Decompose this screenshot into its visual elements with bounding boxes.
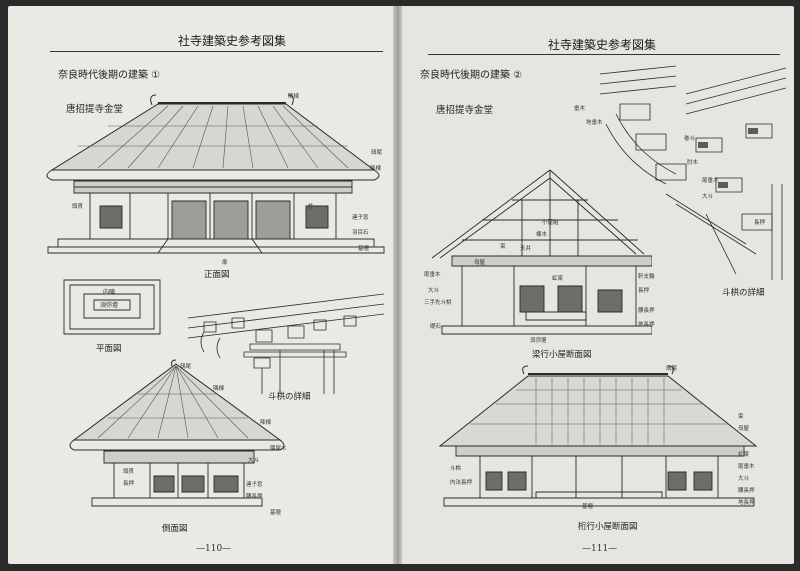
label-beam-koshinageshi: 腰長押 — [638, 308, 655, 314]
label-nokishirin: 軒支輪 — [638, 274, 655, 280]
caption-side-elevation: 側面図 — [162, 524, 188, 534]
label-bracket-nageshi: 長押 — [754, 220, 766, 226]
label-ridge-tokyo: 斗栱 — [450, 466, 462, 472]
left-section-title: 奈良時代後期の建築 ① — [58, 70, 161, 81]
beam-section-drawing — [422, 164, 652, 346]
right-page: 社寺建築史参考図集 奈良時代後期の建築 ② 唐招提寺金堂 垂木 — [402, 6, 794, 564]
caption-bracket-detail-right: 斗栱の詳細 — [722, 288, 765, 298]
label-kashiranuki: 頭貫 — [72, 204, 84, 210]
label-side-daito: 大斗 — [248, 458, 260, 464]
left-page: 社寺建築史参考図集 奈良時代後期の建築 ① 唐招提寺金堂 — [8, 6, 396, 564]
floor-plan-drawing — [62, 278, 162, 336]
label-hashira: 柱 — [308, 204, 314, 210]
label-moya: 母屋 — [474, 260, 486, 266]
label-ridge-odaruki: 尾垂木 — [738, 464, 755, 470]
label-sumimune: 隅棟 — [288, 94, 300, 100]
caption-floor-plan: 平面図 — [96, 344, 122, 354]
label-soseki: 礎石 — [430, 324, 442, 330]
label-koyagumi: 小屋組 — [542, 220, 559, 226]
label-side-sumiodaruki: 隅尾木 — [270, 446, 287, 452]
label-jidaruki: 地垂木 — [586, 120, 603, 126]
right-header-rule — [428, 54, 780, 55]
label-ridge-kidan: 基壇 — [582, 504, 594, 510]
left-running-header: 社寺建築史参考図集 — [178, 34, 287, 48]
right-running-header: 社寺建築史参考図集 — [548, 38, 657, 52]
label-naijin: 内陣 — [103, 289, 116, 296]
label-shumidan-right: 須弥壇 — [530, 338, 547, 344]
label-side-kudarimune: 降棟 — [260, 420, 272, 426]
right-building-name: 唐招提寺金堂 — [436, 105, 494, 116]
label-side-koshinageshi: 腰長押 — [246, 494, 263, 500]
label-beam-jinageshi: 地長押 — [638, 322, 655, 328]
label-shibi: 鴟尾 — [371, 150, 383, 156]
label-side-nageshi: 長押 — [123, 481, 135, 487]
label-ridge-koryo: 虹梁 — [738, 452, 750, 458]
label-beam-odaruki: 尾垂木 — [424, 272, 441, 278]
label-daito: 大斗 — [702, 194, 714, 200]
label-tsuka: 束 — [500, 244, 506, 250]
left-building-name: 唐招提寺金堂 — [66, 104, 124, 115]
bracket-isometric-drawing — [596, 64, 791, 282]
caption-bracket-detail-left: 斗栱の詳細 — [268, 392, 311, 402]
label-side-kidan: 基壇 — [270, 510, 282, 516]
left-page-number: —110— — [196, 544, 232, 554]
front-elevation-drawing — [8, 86, 396, 271]
right-page-number: —111— — [582, 544, 618, 554]
label-mitesaki: 三手先斗栱 — [424, 300, 452, 306]
caption-front-elevation: 正面図 — [204, 270, 230, 280]
label-ridge-tsuka: 束 — [738, 414, 744, 420]
label-side-renjimado: 連子窓 — [246, 482, 263, 488]
caption-beam-section: 梁行小屋断面図 — [532, 350, 592, 360]
label-beam-daito: 大斗 — [428, 288, 440, 294]
right-section-title: 奈良時代後期の建築 ② — [420, 70, 523, 81]
label-renjimado: 連子窓 — [352, 215, 369, 221]
label-tobira: 扉 — [222, 260, 228, 266]
label-ridge-jinageshi: 地長押 — [738, 500, 755, 506]
label-munagi: 棟木 — [536, 232, 548, 238]
label-uchinori-nageshi: 内法長押 — [450, 480, 473, 486]
label-hameishi: 羽目石 — [352, 230, 369, 236]
label-beam-nageshi: 長押 — [638, 288, 650, 294]
caption-ridge-section: 桁行小屋断面図 — [578, 522, 638, 532]
label-ridge-koshinageshi: 腰長押 — [738, 488, 755, 494]
ridge-section-drawing — [436, 364, 762, 512]
label-shumidan: 須弥壇 — [100, 302, 119, 309]
label-ridge-shibi: 鴟尾 — [666, 366, 678, 372]
label-koryo: 虹梁 — [552, 276, 564, 282]
label-ridge-moya: 母屋 — [738, 426, 750, 432]
label-side-shibi: 鴟尾 — [180, 364, 192, 370]
label-taruki: 垂木 — [574, 106, 586, 112]
side-elevation-drawing — [58, 358, 298, 518]
bracket-detail-drawing — [184, 288, 389, 396]
label-kidan: 基壇 — [358, 246, 370, 252]
label-odaruki: 尾垂木 — [702, 178, 719, 184]
label-kudarimune: 降棟 — [370, 166, 382, 172]
label-makito: 巻斗 — [684, 136, 696, 142]
left-header-rule — [50, 51, 383, 52]
label-side-sumimune: 隅棟 — [213, 386, 225, 392]
label-hijiki: 肘木 — [687, 160, 699, 166]
label-side-kashiranuki: 頭貫 — [123, 469, 135, 475]
label-ridge-daito: 大斗 — [738, 476, 750, 482]
label-tenjo: 天井 — [520, 246, 532, 252]
